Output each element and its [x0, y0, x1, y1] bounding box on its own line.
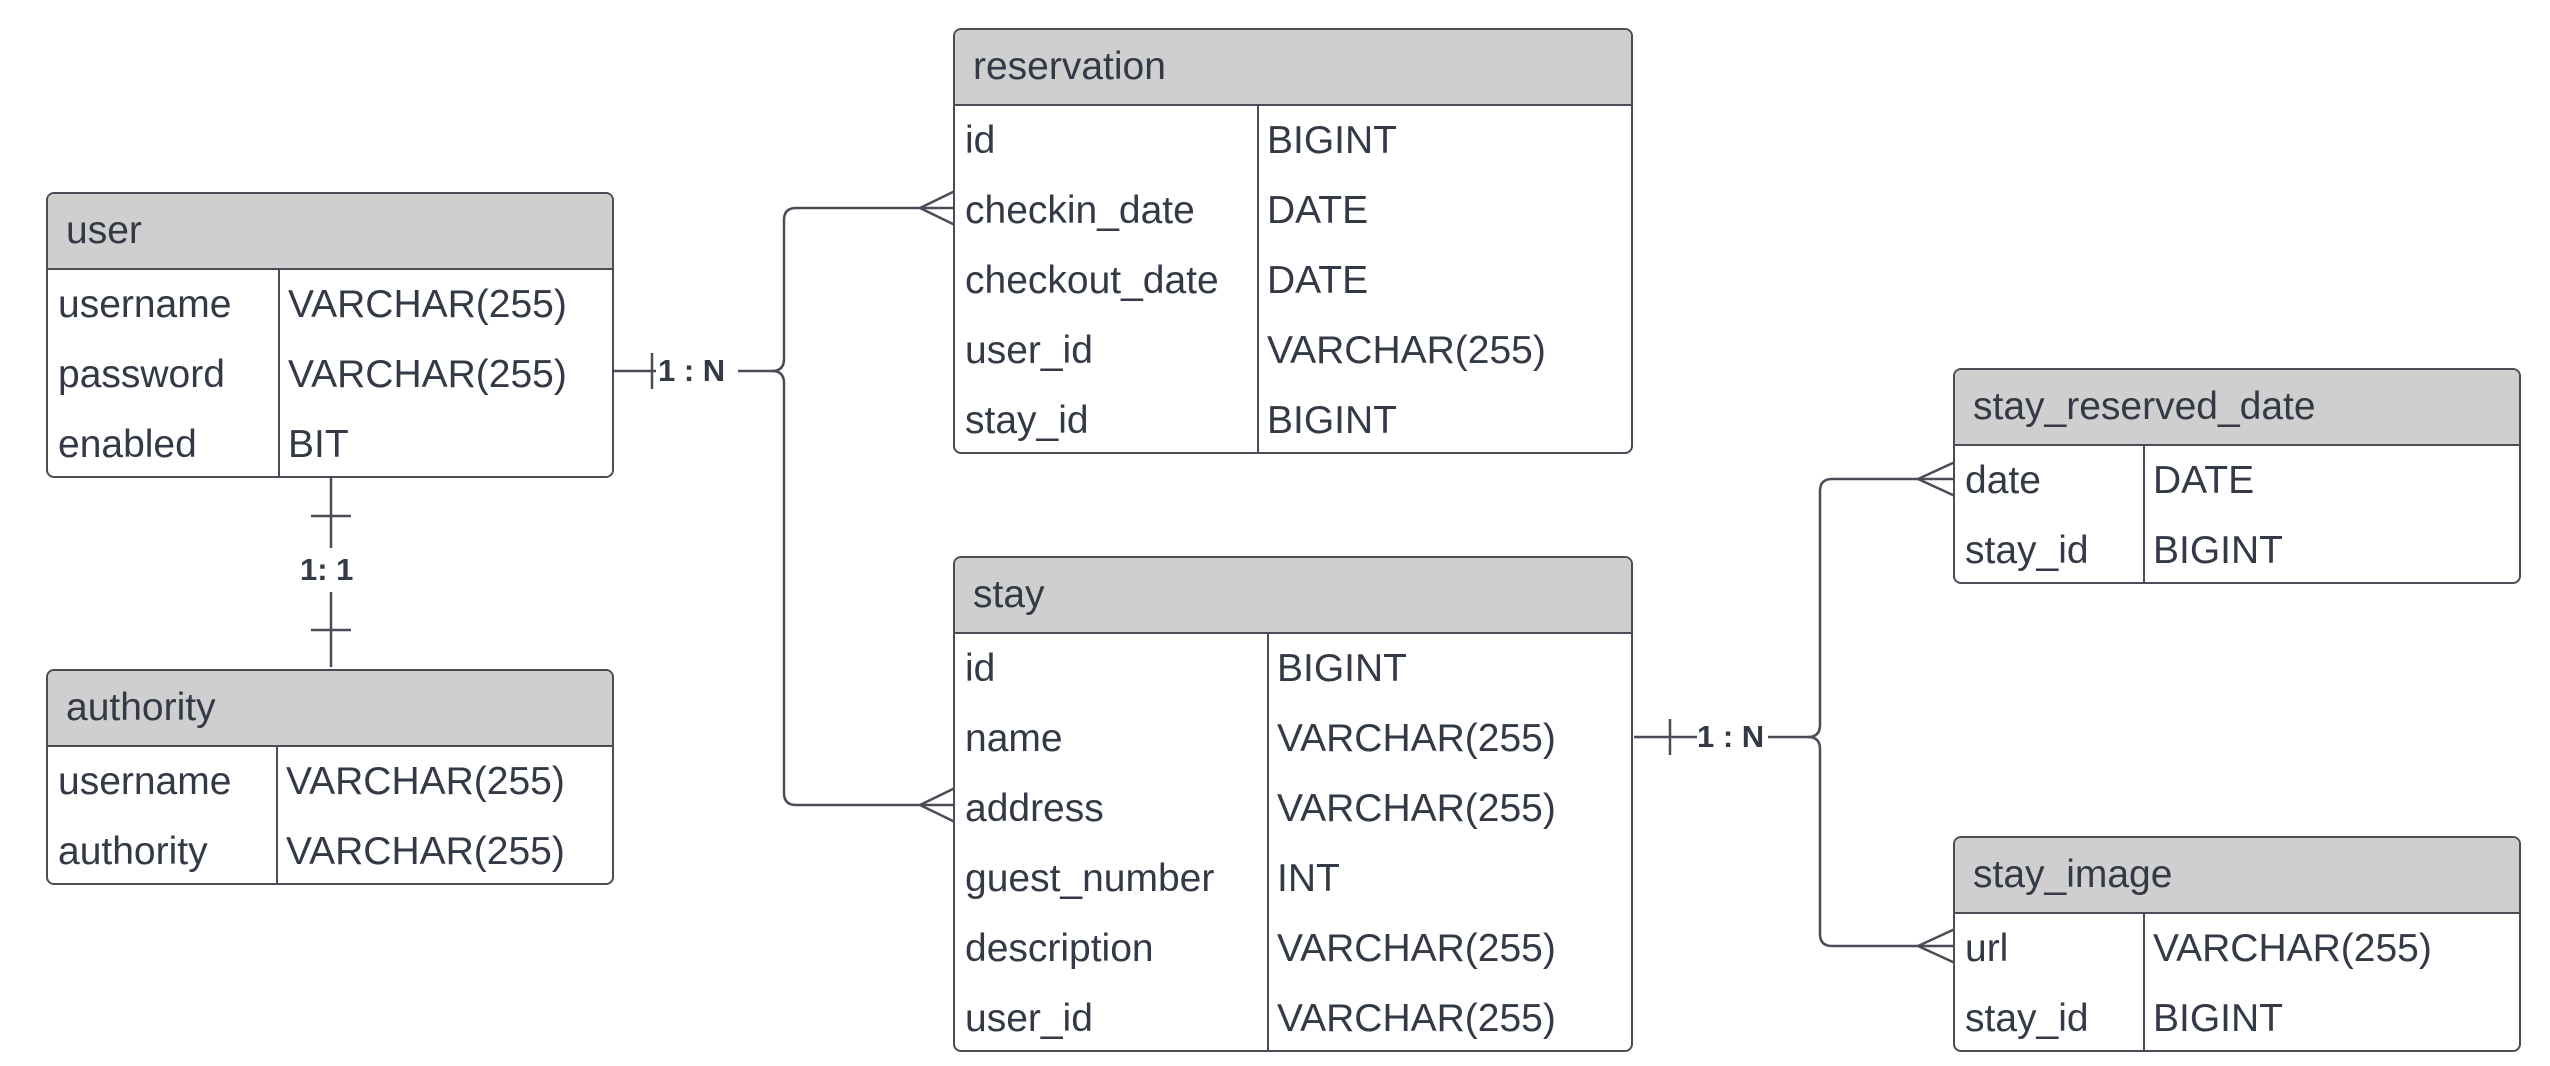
column-name: id: [965, 647, 996, 690]
column-type: VARCHAR(255): [1277, 787, 1556, 830]
column-type: DATE: [1267, 189, 1369, 232]
column-name: password: [58, 353, 225, 396]
entity-title: authority: [48, 671, 612, 747]
entity-title: stay_image: [1955, 838, 2519, 914]
column-row: name VARCHAR(255): [955, 704, 1631, 774]
column-name: enabled: [58, 423, 197, 466]
column-name: url: [1965, 927, 2009, 970]
column-name: user_id: [965, 329, 1093, 372]
column-name: address: [965, 787, 1104, 830]
connector-user-reservation-stay: [612, 189, 956, 824]
column-type: VARCHAR(255): [288, 353, 567, 396]
column-type: VARCHAR(255): [286, 830, 565, 873]
entity-title: stay_reserved_date: [1955, 370, 2519, 446]
column-row: date DATE: [1955, 446, 2519, 516]
column-row: address VARCHAR(255): [955, 774, 1631, 844]
entity-title: reservation: [955, 30, 1631, 106]
column-type: DATE: [2153, 459, 2255, 502]
column-name: name: [965, 717, 1063, 760]
column-row: enabled BIT: [48, 410, 612, 476]
column-name: guest_number: [965, 857, 1215, 900]
column-type: BIGINT: [1267, 119, 1398, 162]
column-name: username: [58, 760, 232, 803]
column-row: url VARCHAR(255): [1955, 914, 2519, 984]
column-name: stay_id: [1965, 529, 2089, 572]
column-row: guest_number INT: [955, 844, 1631, 914]
column-name: user_id: [965, 997, 1093, 1040]
column-name: id: [965, 119, 996, 162]
column-name: checkout_date: [965, 259, 1219, 302]
column-type: INT: [1277, 857, 1340, 900]
column-type: BIT: [288, 423, 349, 466]
column-row: user_id VARCHAR(255): [955, 984, 1631, 1050]
column-row: stay_id BIGINT: [955, 386, 1631, 452]
column-type: VARCHAR(255): [288, 283, 567, 326]
column-row: id BIGINT: [955, 106, 1631, 176]
column-name: authority: [58, 830, 208, 873]
column-row: stay_id BIGINT: [1955, 516, 2519, 582]
column-name: description: [965, 927, 1154, 970]
column-row: username VARCHAR(255): [48, 747, 612, 817]
column-type: VARCHAR(255): [1267, 329, 1546, 372]
relationship-label-stay-children: 1 : N: [1697, 719, 1765, 754]
column-name: stay_id: [1965, 997, 2089, 1040]
column-name: date: [1965, 459, 2041, 502]
column-row: user_id VARCHAR(255): [955, 316, 1631, 386]
column-type: VARCHAR(255): [1277, 927, 1556, 970]
column-type: VARCHAR(255): [2153, 927, 2432, 970]
column-row: stay_id BIGINT: [1955, 984, 2519, 1050]
column-row: id BIGINT: [955, 634, 1631, 704]
column-row: description VARCHAR(255): [955, 914, 1631, 984]
connector-user-authority: [311, 478, 351, 667]
column-type: BIGINT: [1267, 399, 1398, 442]
column-name: stay_id: [965, 399, 1089, 442]
column-type: BIGINT: [2153, 997, 2284, 1040]
relationship-label-user-authority: 1: 1: [300, 552, 354, 587]
column-type: VARCHAR(255): [1277, 997, 1556, 1040]
column-type: VARCHAR(255): [1277, 717, 1556, 760]
column-name: checkin_date: [965, 189, 1195, 232]
column-type: BIGINT: [1277, 647, 1408, 690]
column-row: checkin_date DATE: [955, 176, 1631, 246]
connector-stay-children: [1634, 460, 1956, 965]
entity-stay-reserved-date[interactable]: stay_reserved_date date DATE stay_id BIGIN…: [1953, 368, 2521, 584]
column-row: checkout_date DATE: [955, 246, 1631, 316]
column-row: authority VARCHAR(255): [48, 817, 612, 883]
column-type: VARCHAR(255): [286, 760, 565, 803]
entity-title: stay: [955, 558, 1631, 634]
column-row: password VARCHAR(255): [48, 340, 612, 410]
column-row: username VARCHAR(255): [48, 270, 612, 340]
relationship-label-user-reservation-stay: 1 : N: [658, 353, 726, 388]
column-type: DATE: [1267, 259, 1369, 302]
entity-stay-image[interactable]: stay_image url VARCHAR(255) stay_id BIGINT: [1953, 836, 2521, 1052]
column-name: username: [58, 283, 232, 326]
column-type: BIGINT: [2153, 529, 2284, 572]
entity-title: user: [48, 194, 612, 270]
